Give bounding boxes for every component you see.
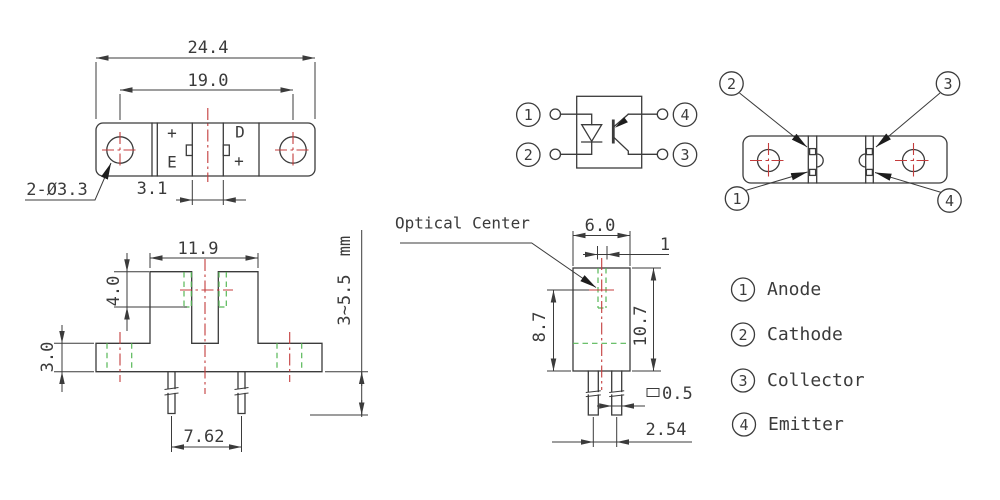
hidden-lines — [106, 272, 303, 372]
pin-break-marks — [585, 390, 625, 398]
legend-num-2: 2 — [738, 326, 747, 344]
pin4-leader — [874, 172, 942, 193]
legend-label-cathode: Cathode — [767, 324, 843, 345]
pin2-number: 2 — [524, 146, 533, 164]
pin4-pad — [865, 168, 874, 177]
hole-crosshairs — [102, 132, 311, 168]
terminal-4 — [656, 108, 669, 121]
pin3-pad — [865, 147, 874, 156]
pin4-balloon — [937, 188, 962, 213]
dim-text-hole-spacing: 19.0 — [188, 71, 229, 91]
emitter-window-notch — [185, 144, 193, 157]
legend-balloon-2 — [730, 322, 756, 347]
legend-num-4: 4 — [739, 416, 748, 434]
hole-callout-text: 2-Ø3.3 — [26, 180, 87, 200]
terminal-1 — [549, 108, 562, 121]
dim-text-height: 10.7 — [631, 306, 651, 347]
legend-label-collector: Collector — [767, 370, 865, 391]
dim-text-pin-length: 3~5.5 — [335, 274, 355, 325]
terminal-3 — [656, 148, 669, 161]
lens-bumps — [816, 153, 867, 168]
pin1-number: 1 — [524, 106, 533, 124]
legend-balloon-4 — [731, 412, 757, 437]
pin1-leader — [745, 171, 808, 191]
center-section-lines — [807, 135, 874, 184]
pin2-balloon — [515, 142, 541, 168]
dim-text-oc-height: 8.7 — [530, 312, 550, 343]
dim-text-pin-pitch: 2.54 — [646, 420, 687, 440]
legend-balloon-3 — [730, 368, 756, 393]
side-view-pins — [587, 370, 623, 416]
top-view: 24.4 19.0 3.1 2-Ø3.3 + E D + — [25, 38, 316, 205]
pin2-pad — [808, 147, 817, 156]
front-view-centerlines — [119, 259, 291, 394]
pin1-number: 1 — [732, 190, 741, 208]
legend-num-1: 1 — [738, 281, 747, 299]
dim-text-pin-length-unit: mm — [335, 236, 355, 256]
pin3-leader — [875, 92, 941, 148]
circuit-schematic: 1 2 4 3 — [515, 95, 698, 169]
hidden-lines — [573, 268, 630, 344]
pin3-balloon — [672, 142, 698, 168]
bottom-view: 2 3 1 4 — [719, 71, 962, 213]
top-view-extension-lines — [95, 62, 316, 205]
dim-text-window: 1 — [660, 235, 670, 255]
detector-side-label: D — [235, 123, 245, 142]
pin1-balloon — [515, 102, 541, 128]
side-view: Optical Center 6.0 1 8.7 10.7 0.5 2.54 — [395, 214, 693, 447]
legend-label-anode: Anode — [767, 279, 821, 300]
dim-text-overall-width: 24.4 — [188, 38, 229, 58]
optical-center-label: Optical Center — [395, 214, 530, 233]
bottom-view-body — [742, 135, 948, 184]
front-view-extension-lines — [54, 253, 368, 452]
polarity-plus-right: + — [234, 152, 244, 171]
pin4-number: 4 — [945, 192, 954, 210]
hole-callout-leader — [25, 162, 112, 201]
legend-num-3: 3 — [738, 372, 747, 390]
pin-break-marks — [164, 387, 249, 396]
dim-text-slot-width: 3.1 — [137, 179, 168, 199]
dim-text-pin-pitch: 7.62 — [184, 427, 225, 447]
legend-balloon-1 — [730, 277, 756, 302]
phototransistor-wires — [612, 113, 658, 155]
pin3-number: 3 — [943, 75, 952, 93]
dim-text-base-height: 3.0 — [38, 342, 58, 373]
led-wires — [559, 113, 593, 155]
dim-text-width: 6.0 — [585, 216, 616, 236]
square-pin-symbol — [646, 388, 660, 397]
detector-window-notch — [222, 144, 230, 157]
pin3-balloon — [935, 71, 961, 96]
pin2-number: 2 — [727, 75, 736, 93]
pin2-leader — [739, 92, 808, 148]
pin4-balloon — [672, 102, 698, 128]
emitter-side-label: E — [167, 153, 177, 172]
front-view-pins — [167, 371, 246, 415]
polarity-plus-left: + — [167, 124, 177, 143]
dim-text-window-depth: 4.0 — [104, 276, 124, 307]
led-diode-symbol — [580, 124, 603, 143]
top-view-body — [95, 122, 316, 177]
dim-text-slot-outer: 11.9 — [178, 239, 219, 259]
pin-legend: 1 Anode 2 Cathode 3 Collector 4 Emitter — [730, 277, 865, 437]
front-view-outline — [95, 271, 323, 373]
pin1-pad — [808, 168, 817, 177]
terminal-2 — [549, 148, 562, 161]
front-view: 11.9 4.0 3.0 7.62 3~5.5 mm — [38, 230, 368, 452]
legend-label-emitter: Emitter — [768, 414, 844, 435]
pin1-balloon — [724, 186, 750, 211]
optical-center-leader — [400, 242, 597, 288]
phototransistor-arrow — [615, 117, 628, 128]
schematic-package-box — [576, 95, 643, 169]
dim-text-pin-size: 0.5 — [662, 384, 693, 404]
pin3-number: 3 — [680, 146, 689, 164]
pin4-number: 4 — [680, 106, 689, 124]
pin2-balloon — [719, 71, 744, 96]
hole-crosshairs — [750, 143, 932, 178]
